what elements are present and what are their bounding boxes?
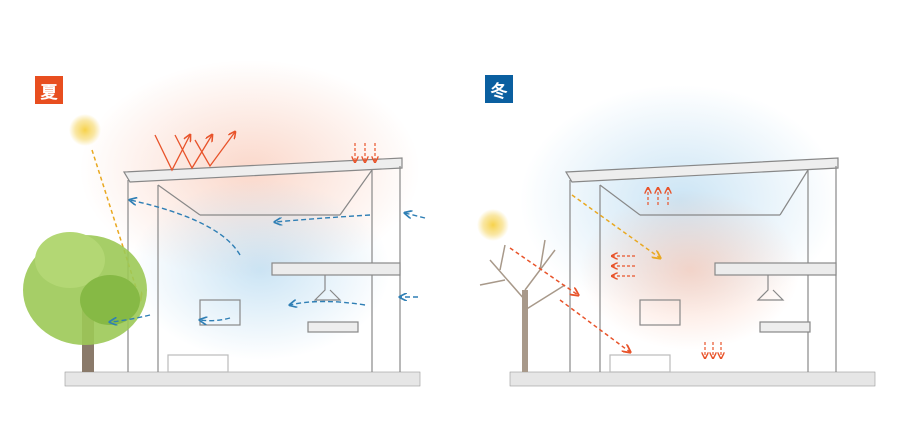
warm-glow	[580, 190, 800, 350]
sun-icon	[69, 114, 101, 146]
reflected-heat-arrows	[154, 132, 235, 172]
winter-scene	[477, 85, 876, 387]
rising-heat-arrows	[612, 188, 721, 358]
house-section	[564, 157, 839, 373]
breeze-arrows	[110, 200, 426, 322]
roof-heat-arrows	[355, 143, 375, 162]
ground	[509, 371, 876, 387]
sunlight-arrows	[509, 194, 660, 352]
summer-scene	[23, 60, 426, 387]
winter-badge: 冬	[485, 75, 513, 103]
sunlight-arrow	[91, 149, 140, 300]
summer-badge: 夏	[35, 76, 63, 104]
sun-icon	[477, 209, 509, 241]
bare-tree	[479, 239, 566, 372]
cool-glow	[130, 180, 390, 360]
ground	[64, 371, 421, 387]
house-section	[122, 157, 403, 373]
